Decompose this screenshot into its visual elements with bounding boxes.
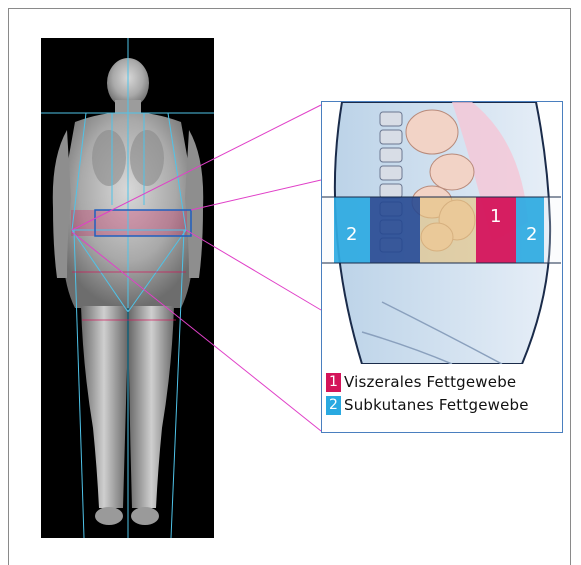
inset-label-subcutaneous-right: 2	[526, 224, 537, 245]
legend-item-visceral: 1 Viszerales Fettgewebe	[326, 371, 558, 393]
region-markers	[72, 272, 186, 320]
legend: 1 Viszerales Fettgewebe 2 Subkutanes Fet…	[326, 371, 558, 417]
legend-item-subcutaneous: 2 Subkutanes Fettgewebe	[326, 394, 558, 416]
legend-number-subcutaneous: 2	[326, 396, 341, 415]
inset-label-visceral: 1	[490, 206, 501, 227]
callout-lines	[72, 105, 321, 431]
legend-label-visceral: Viszerales Fettgewebe	[344, 373, 516, 391]
abdominal-roi-box	[95, 210, 191, 236]
legend-number-visceral: 1	[326, 373, 341, 392]
inset-label-subcutaneous-left: 2	[346, 224, 357, 245]
scan-region-lines	[41, 38, 214, 538]
legend-label-subcutaneous: Subkutanes Fettgewebe	[344, 396, 529, 414]
abdomen-cross-section: 2 1 2	[322, 102, 561, 364]
